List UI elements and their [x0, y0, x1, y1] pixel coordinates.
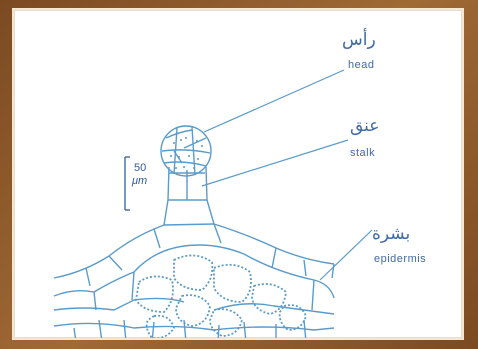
glandular-hair-diagram [14, 10, 464, 340]
head-label-arabic: رأس [342, 30, 376, 50]
scale-unit: μm [132, 176, 147, 186]
diagram-panel: رأس head عنق stalk بشرة epidermis 50 μm [12, 8, 464, 340]
head-label: head [348, 59, 374, 71]
stalk-label: stalk [350, 147, 375, 159]
scale-value: 50 [134, 163, 146, 173]
stalk-label-arabic: عنق [350, 116, 379, 136]
epidermis-label-arabic: بشرة [372, 224, 410, 244]
epidermis-label: epidermis [374, 253, 426, 265]
scale-bar [125, 157, 130, 210]
epidermis-layer [54, 200, 334, 340]
